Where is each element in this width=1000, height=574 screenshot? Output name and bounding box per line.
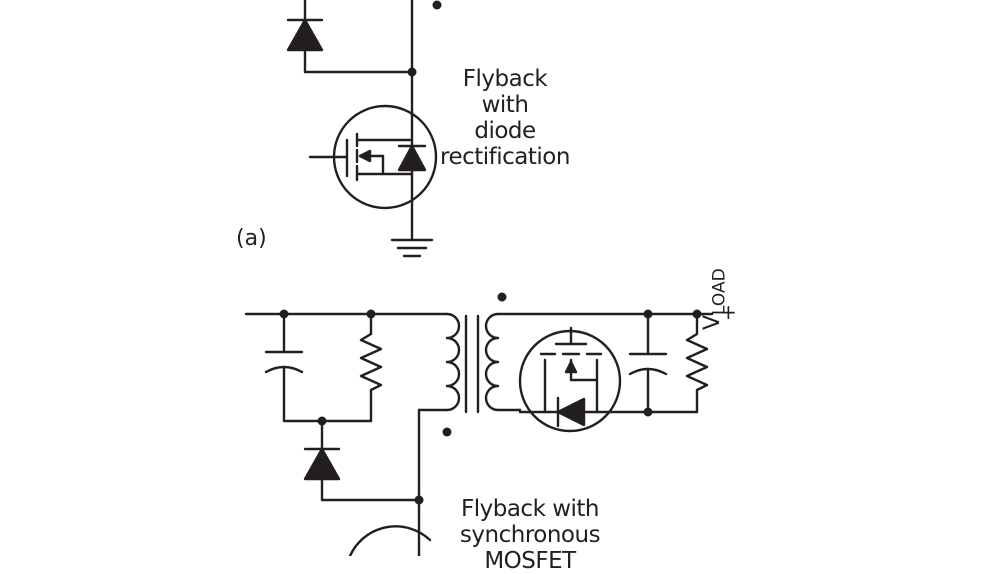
- panel-b-caption: Flyback with synchronous MOSFET: [455, 496, 605, 574]
- ground-a: [390, 238, 434, 258]
- panel-a-caption-line-2: diode: [474, 118, 536, 144]
- load-voltage-label: VLOAD: [700, 268, 729, 330]
- mosfet-sync: [518, 326, 624, 433]
- polarity-plus-label: +: [720, 300, 737, 324]
- panel-a-caption: Flyback with diode rectification: [440, 66, 570, 170]
- panel-a-circuit: [286, 0, 442, 258]
- load-voltage-sub: LOAD: [709, 268, 730, 315]
- panel-a-caption-line-3: rectification: [440, 144, 570, 170]
- diode-a: [286, 18, 324, 52]
- circuit-diagram: [244, 0, 714, 556]
- load-voltage-main: V: [700, 314, 725, 330]
- mosfet-a: [308, 104, 438, 210]
- panel-a-tag: (a): [236, 226, 267, 251]
- panel-b-caption-line-3: MOSFET: [484, 548, 576, 574]
- panel-b-circuit: [244, 292, 714, 556]
- panel-b-caption-line-2: synchronous: [459, 522, 601, 548]
- panel-b-caption-line-1: Flyback with: [461, 496, 600, 522]
- panel-a-caption-line-1: Flyback with: [462, 66, 548, 118]
